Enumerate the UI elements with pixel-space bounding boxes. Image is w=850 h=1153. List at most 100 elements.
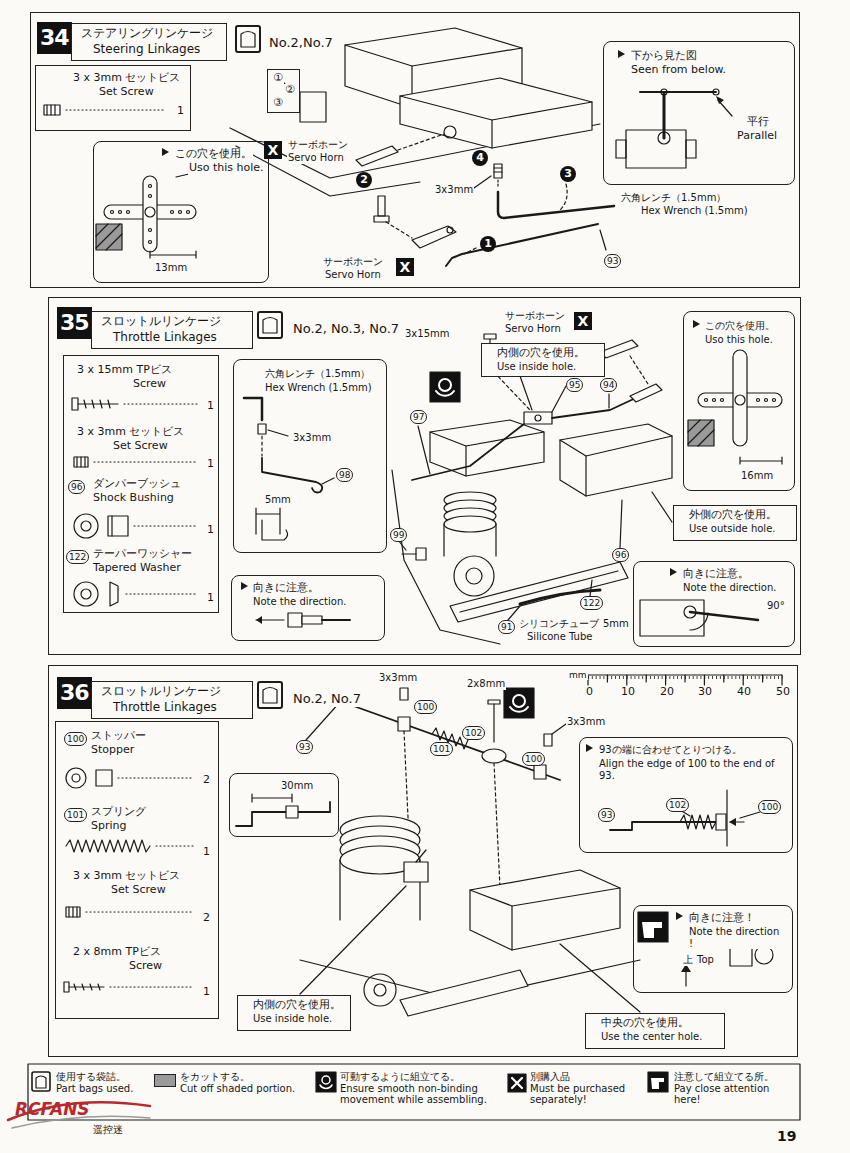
page-number: 19 — [776, 1128, 797, 1144]
caption-text: 1 — [206, 400, 215, 413]
caption-text: Align the edge of 100 to the end of 93. — [598, 758, 788, 781]
bag-icon — [32, 1072, 50, 1091]
servo-horn-detail — [150, 251, 196, 258]
detail-inset: 下から見た図Seen from below.平行Parallel — [603, 41, 795, 185]
hand-icon — [642, 922, 662, 938]
bottom-view-drawing — [663, 94, 666, 138]
throttle-drawing-35 — [412, 424, 524, 480]
caption-text: Note the direction ! — [688, 926, 786, 949]
parts-icons — [134, 525, 198, 526]
parts-icons — [111, 516, 112, 536]
non-binding-icon — [320, 1085, 332, 1088]
bag-icon — [263, 688, 277, 704]
note-markers — [676, 912, 683, 920]
caption-text: スロットルリンケージ — [100, 685, 222, 699]
throttle-drawing-35 — [630, 356, 648, 384]
caption-text: 1 — [206, 592, 215, 605]
parts-icons — [72, 774, 80, 782]
parts-icons — [64, 982, 69, 992]
caption-text: 90° — [766, 600, 786, 612]
caption-text: 1 — [176, 105, 185, 118]
servo-mount-drawing — [497, 180, 498, 188]
caption-text: Throttle Linkages — [112, 701, 218, 715]
servo-horn-detail-35 — [721, 399, 724, 402]
caption-text: 3x3mm — [292, 432, 332, 444]
caption-text: ダンパーブッシュ — [92, 478, 182, 491]
throttle-drawing-36 — [482, 749, 506, 763]
stopper-position-detail — [252, 794, 292, 802]
bottom-view-drawing — [713, 89, 719, 95]
throttle-drawing-36 — [493, 704, 494, 742]
hex-wrench-detail — [244, 398, 262, 420]
label-text: サーボホーン — [504, 310, 566, 322]
servo-horn-detail — [119, 211, 122, 214]
caption-text: Use inside hole. — [252, 1013, 333, 1025]
part-number: 100 — [522, 752, 545, 766]
parts-icons — [118, 777, 194, 778]
throttle-drawing-35 — [652, 492, 672, 522]
non-binding-icon — [510, 707, 528, 712]
part-number: 94 — [600, 378, 617, 392]
caption-text: 下から見た図 — [630, 50, 698, 63]
servo-horn-detail — [171, 211, 174, 214]
caption-text: 内側の穴を使用。 — [496, 347, 586, 360]
servo-mount-drawing — [498, 192, 614, 218]
servo-mount-drawing — [398, 134, 444, 150]
callout-box: 内側の穴を使用。Use inside hole. — [481, 343, 605, 377]
caption-text: Use the center hole. — [600, 1031, 703, 1043]
servo-horn-detail — [149, 185, 152, 188]
caption-text: Uso this hole. — [704, 334, 774, 346]
line-art — [8, 26, 800, 1128]
servo-mount-drawing — [474, 176, 491, 188]
caption-text: 1 — [206, 458, 215, 471]
caption-text: 3 x 3mm セットビス — [72, 72, 181, 85]
servo-mount-drawing — [386, 222, 412, 238]
step-panel: 35スロットルリンケージThrottle Linkages3 x 15mm TP… — [48, 297, 801, 655]
servo-horn-detail — [179, 211, 182, 214]
label-text: サーボホーン — [287, 139, 349, 151]
note-markers — [618, 50, 625, 58]
servo-horn-detail-35 — [688, 420, 714, 446]
alignment-detail — [729, 818, 736, 826]
servo-mount-drawing — [464, 248, 476, 254]
caption-text: Use outside hole. — [688, 523, 776, 535]
servo-mount-drawing — [600, 230, 606, 250]
label-text: 3x3mm — [378, 672, 418, 684]
bag-icon — [236, 26, 260, 52]
part-number: 96 — [68, 480, 85, 494]
throttle-drawing-35 — [402, 553, 416, 554]
part-number: 122 — [66, 550, 89, 564]
caption-text: 外側の穴を使用。 — [688, 509, 778, 522]
throttle-drawing-36 — [470, 870, 620, 950]
servo-horn-detail-35 — [688, 420, 714, 446]
servo-direction-detail — [640, 600, 758, 636]
servo-mount-drawing — [400, 78, 592, 148]
note-markers — [670, 568, 677, 576]
callout-number: 1 — [480, 236, 496, 252]
parts-icons — [44, 105, 198, 992]
servo-mount-drawing — [300, 92, 326, 122]
detail-inset: この穴を使用。Uso this hole.16mm — [683, 311, 795, 491]
caption-text: Set Screw — [98, 86, 155, 99]
parts-icons — [66, 768, 86, 788]
connector-detail — [302, 616, 322, 624]
throttle-drawing-35 — [630, 384, 662, 402]
bottom-view-drawing — [661, 89, 667, 95]
purchase-icon — [508, 1074, 526, 1092]
caption-text: 13mm — [154, 262, 188, 274]
alignment-detail — [610, 822, 716, 830]
throttle-drawing-36 — [374, 984, 386, 996]
caption-text: Set Screw — [110, 884, 167, 897]
label-text: Servo Horn — [324, 269, 382, 281]
throttle-drawing-36 — [511, 906, 512, 950]
throttle-drawing-35 — [460, 571, 618, 612]
parts-icons — [44, 105, 60, 115]
part-number: 99 — [390, 528, 407, 542]
caption-text: 平行 — [746, 116, 770, 129]
servo-horn-detail — [149, 229, 152, 232]
throttle-drawing-35 — [444, 524, 496, 556]
part-number: 96 — [612, 548, 629, 562]
throttle-drawing-36 — [340, 694, 560, 780]
caption-text: 2 x 8mm TPビス — [72, 946, 162, 959]
stopper-position-detail — [236, 802, 330, 826]
